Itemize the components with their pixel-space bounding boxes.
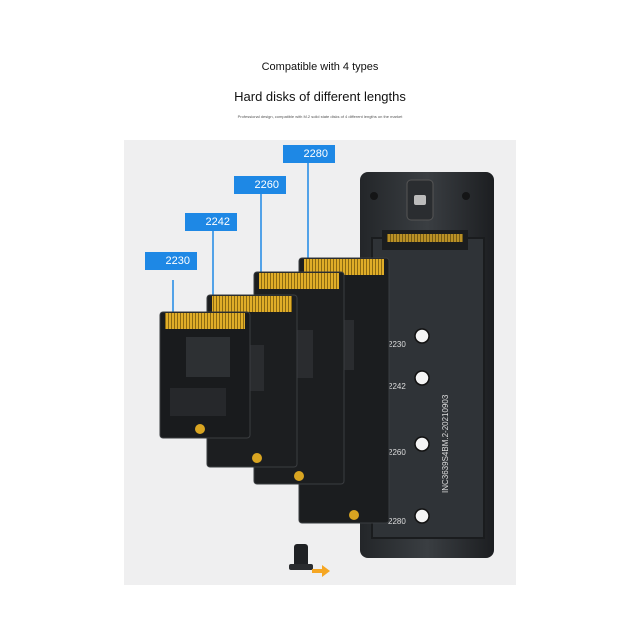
standoff-screw-icon — [289, 544, 313, 570]
size-tag-2260: 2260 — [234, 176, 286, 194]
enclosure-mark-2242: 2242 — [388, 382, 406, 391]
sub-heading: Compatible with 4 types — [261, 61, 379, 73]
main-heading: Hard disks of different lengths — [234, 89, 406, 104]
size-tag-2230: 2230 — [145, 252, 197, 270]
ssd-2230 — [159, 311, 251, 439]
product-illustration: 2230 2242 2260 2280 INC3639S4BM.2-202109… — [124, 140, 516, 585]
enclosure-mark-2260: 2260 — [388, 448, 406, 457]
enclosure-mark-2230: 2230 — [388, 340, 406, 349]
product-drawing: 2230 2242 2260 2280 INC3639S4BM.2-202109… — [159, 162, 494, 577]
model-code: INC3639S4BM.2-20210903 — [441, 394, 450, 493]
enclosure: 2230 2242 2260 2280 INC3639S4BM.2-202109… — [360, 172, 494, 558]
enclosure-mark-2280: 2280 — [388, 517, 406, 526]
size-tag-2280: 2280 — [283, 145, 335, 163]
size-tag-2242: 2242 — [185, 213, 237, 231]
arrow-right-icon — [312, 565, 330, 577]
tagline: Professional design, compatible with M.2… — [237, 114, 403, 119]
